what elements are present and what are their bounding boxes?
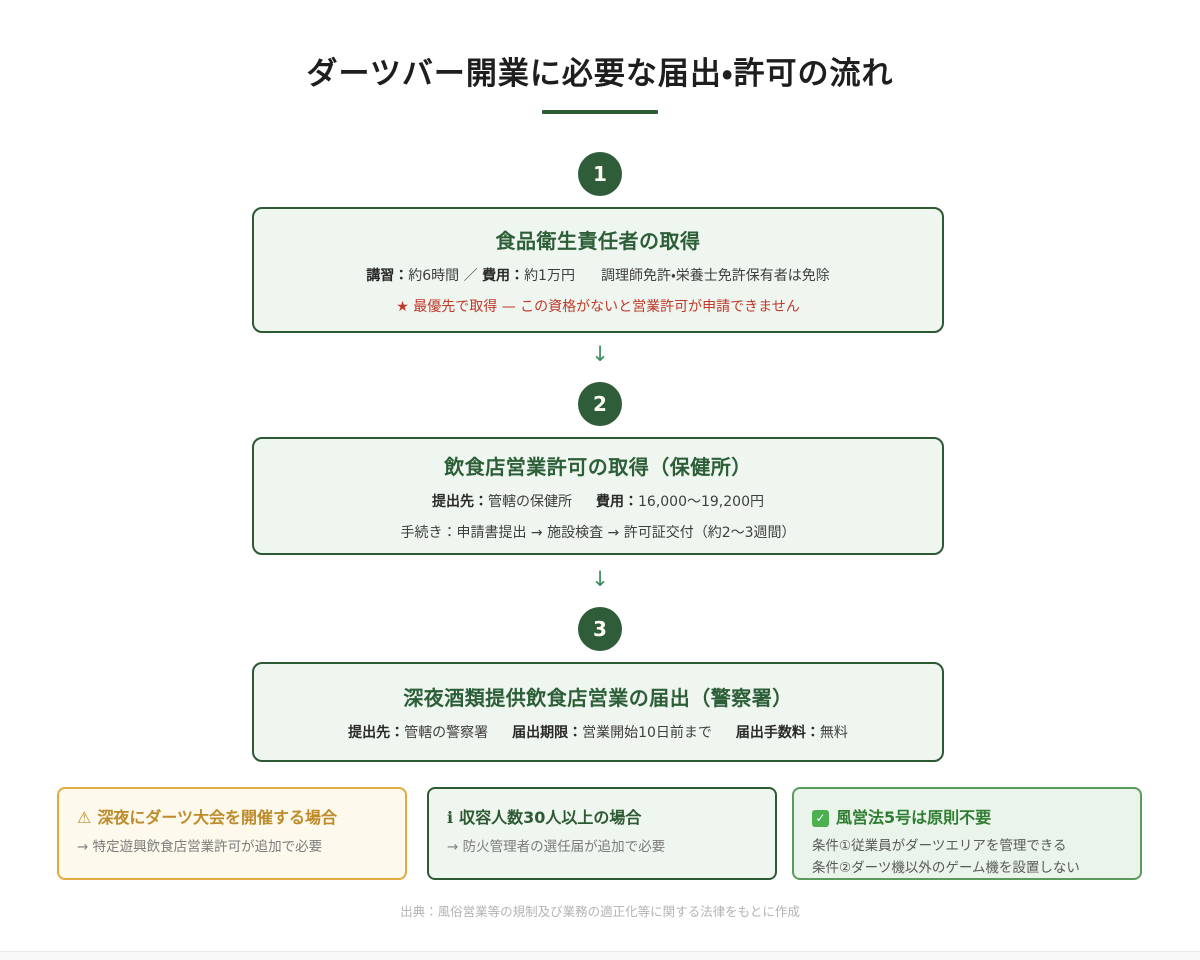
warning-triangle-icon: ⚠ [77,808,92,827]
step-1-priority-warning: ★ 最優先で取得 — この資格がないと営業許可が申請できません [396,298,800,315]
down-arrow-icon: ↓ [591,567,609,591]
note-card-fueiho-exempt: ✓ 風営法5号は原則不要 条件①従業員がダーツエリアを管理できる 条件②ダーツ機以… [792,787,1142,880]
step-3-value-fee: 無料 [819,725,848,741]
note-warn-body: → 特定遊興飲食店営業許可が追加で必要 [77,839,323,855]
step-2-value-cost: 16,000〜19,200円 [638,493,764,510]
title-underline [542,110,658,114]
step-2-heading: 飲食店営業許可の取得（保健所） [444,454,752,479]
step-2-label-submit-to: 提出先： [432,493,488,510]
step-1-heading: 食品衛生責任者の取得 [495,228,701,253]
step-1-details: 講習：約6時間 ／ 費用：約1万円 調理師免許・栄養士免許保有者は免除 [366,265,830,285]
step-2-number: 2 [593,392,607,416]
step-1-exemption-note: 調理師免許・栄養士免許保有者は免除 [600,267,830,284]
step-1-card: 食品衛生責任者の取得 講習：約6時間 ／ 費用：約1万円 調理師免許・栄養士免許保… [252,207,944,333]
note-warn-title: ⚠ 深夜にダーツ大会を開催する場合 [77,804,387,828]
step-3-badge: 3 [578,607,622,651]
step-3-label-fee: 届出手数料： [735,725,820,741]
step-1-label-cost: 費用： [482,267,525,284]
step-3-details: 提出先：管轄の警察署 届出期限：営業開始10日前まで 届出手数料：無料 [348,722,848,742]
note-card-capacity-30: i 収容人数30人以上の場合 → 防火管理者の選任届が追加で必要 [427,787,777,880]
note-info-title: i 収容人数30人以上の場合 [447,804,757,828]
note-ok-body: 条件①従業員がダーツエリアを管理できる 条件②ダーツ機以外のゲーム機を設置しない [812,836,1122,879]
step-3-number: 3 [593,617,607,641]
note-ok-condition-1: 条件①従業員がダーツエリアを管理できる [812,838,1067,854]
step-1-value-cost: 約1万円 [524,267,575,284]
step-1-number: 1 [593,162,607,186]
step-3-label-deadline: 届出期限： [512,725,583,741]
source-attribution: 出典：風俗営業等の規制及び業務の適正化等に関する法律をもとに作成 [400,904,800,919]
step-3-value-submit-to: 管轄の警察署 [404,725,489,741]
step-3-label-submit-to: 提出先： [348,725,405,741]
note-info-title-text: 収容人数30人以上の場合 [459,808,642,827]
step-3-value-deadline: 営業開始10日前まで [582,725,712,741]
note-card-darts-tournament: ⚠ 深夜にダーツ大会を開催する場合 → 特定遊興飲食店営業許可が追加で必要 [57,787,407,880]
note-ok-title: ✓ 風営法5号は原則不要 [812,804,1122,828]
note-ok-title-text: 風営法5号は原則不要 [836,808,992,827]
down-arrow-icon: ↓ [591,342,609,366]
info-icon: i [447,808,454,827]
step-1-badge: 1 [578,152,622,196]
note-warn-title-text: 深夜にダーツ大会を開催する場合 [97,808,338,827]
check-mark-icon: ✓ [812,810,829,827]
step-2-card: 飲食店営業許可の取得（保健所） 提出先：管轄の保健所 費用：16,000〜19,2… [252,437,944,555]
step-1-value-course: 約6時間 ／ [408,267,483,284]
step-2-badge: 2 [578,382,622,426]
step-2-value-submit-to: 管轄の保健所 [488,493,572,510]
step-3-heading: 深夜酒類提供飲食店営業の届出（警察署） [403,686,793,710]
step-2-details: 提出先：管轄の保健所 費用：16,000〜19,200円 [432,491,764,511]
note-info-body: → 防火管理者の選任届が追加で必要 [447,839,666,855]
note-ok-condition-2: 条件②ダーツ機以外のゲーム機を設置しない [812,859,1080,876]
step-2-procedure: 手続き：申請書提出 → 施設検査 → 許可証交付（約2〜3週間） [400,524,796,541]
page-title: ダーツバー開業に必要な届出・許可の流れ [306,56,894,92]
bottom-strip [0,951,1200,960]
step-1-label-course: 講習： [366,267,409,284]
step-2-label-cost: 費用： [596,493,638,510]
step-3-card: 深夜酒類提供飲食店営業の届出（警察署） 提出先：管轄の警察署 届出期限：営業開始1… [252,662,944,762]
